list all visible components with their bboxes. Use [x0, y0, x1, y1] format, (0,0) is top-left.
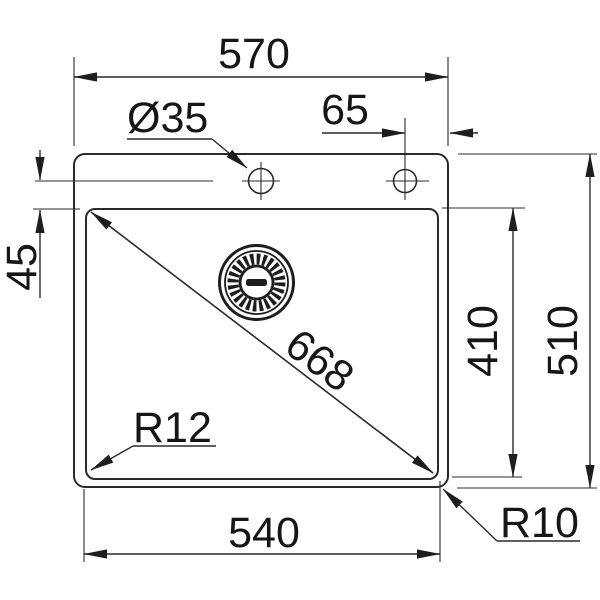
tap-hole-diameter-label: Ø35: [127, 94, 208, 142]
dimension-hole-to-bowl: 45: [0, 150, 80, 298]
callout-tap-hole-diameter: Ø35: [127, 94, 248, 169]
dimension-overall-width: 570: [73, 30, 449, 146]
bowl-length-label: 410: [459, 305, 507, 377]
overall-width-label: 570: [218, 30, 290, 78]
dimension-overall-length: 510: [457, 153, 597, 489]
callout-rim-corner-radius: R10: [442, 488, 580, 547]
sink-bowl: [85, 208, 439, 480]
overall-length-label: 510: [539, 305, 587, 377]
bowl-diagonal-label: 668: [276, 320, 362, 402]
dimension-bowl-width: 540: [83, 481, 441, 562]
hole-to-bowl-label: 45: [0, 243, 46, 291]
diagonal-dimension-line: [90, 211, 434, 474]
leader-line: [90, 445, 134, 471]
dimension-tap-hole-offset: 65: [321, 86, 478, 138]
tap-holes: [35, 118, 429, 200]
bowl-corner-radius-label: R12: [133, 404, 212, 452]
bowl-width-label: 540: [228, 509, 300, 557]
leader-line: [442, 488, 498, 542]
drain-strainer-icon: [218, 244, 295, 321]
sink-outline: [73, 153, 449, 488]
tap-hole-offset-label: 65: [321, 86, 369, 134]
strainer-mid-ring: [224, 250, 289, 315]
leader-line: [211, 138, 248, 169]
strainer-sunburst: [227, 253, 286, 312]
sink-outer-rim: [73, 153, 449, 488]
rim-corner-radius-label: R10: [500, 499, 579, 547]
dimension-bowl-length: 410: [442, 207, 525, 478]
callout-bowl-corner-radius: R12: [90, 404, 216, 471]
strainer-slot: [246, 279, 267, 286]
